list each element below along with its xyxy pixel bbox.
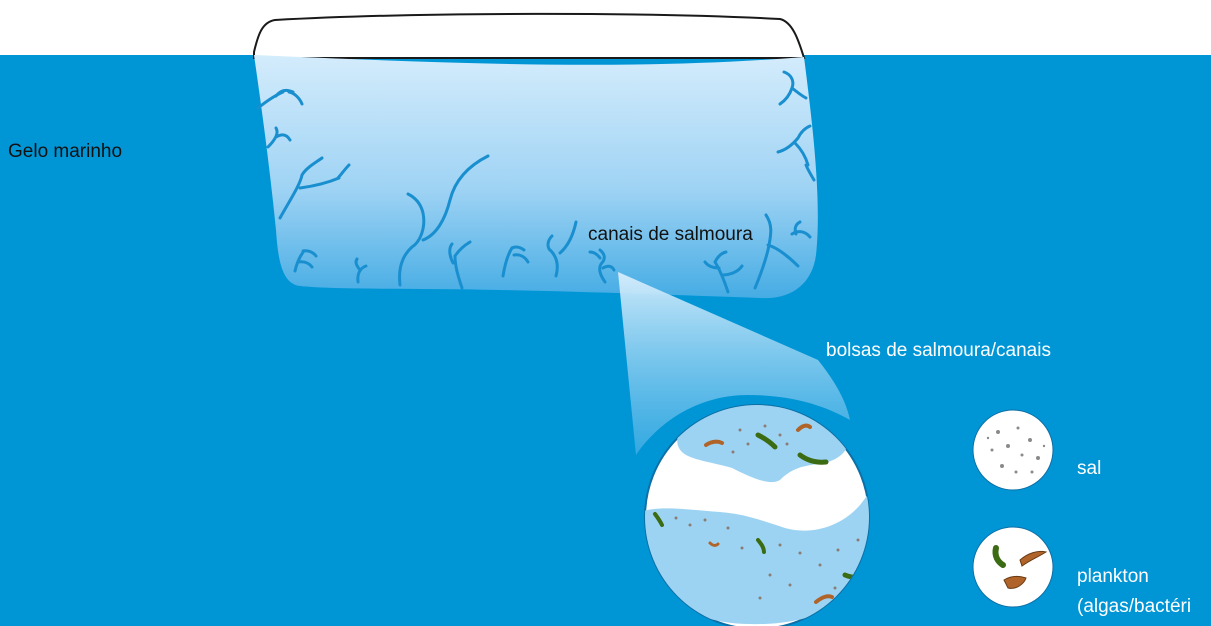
- ice-surface: [254, 14, 804, 58]
- salt-label: sal: [1077, 458, 1101, 480]
- plankton-label: plankton: [1077, 566, 1149, 588]
- plankton-sublabel: (algas/bactéri: [1077, 596, 1191, 618]
- plankton-legend-icon: [973, 527, 1053, 607]
- sea-ice-label: Gelo marinho: [8, 141, 122, 163]
- brine-channels-label: canais de salmoura: [588, 224, 753, 246]
- brine-pockets-label: bolsas de salmoura/canais: [826, 340, 1051, 362]
- salt-legend-icon: [973, 410, 1053, 490]
